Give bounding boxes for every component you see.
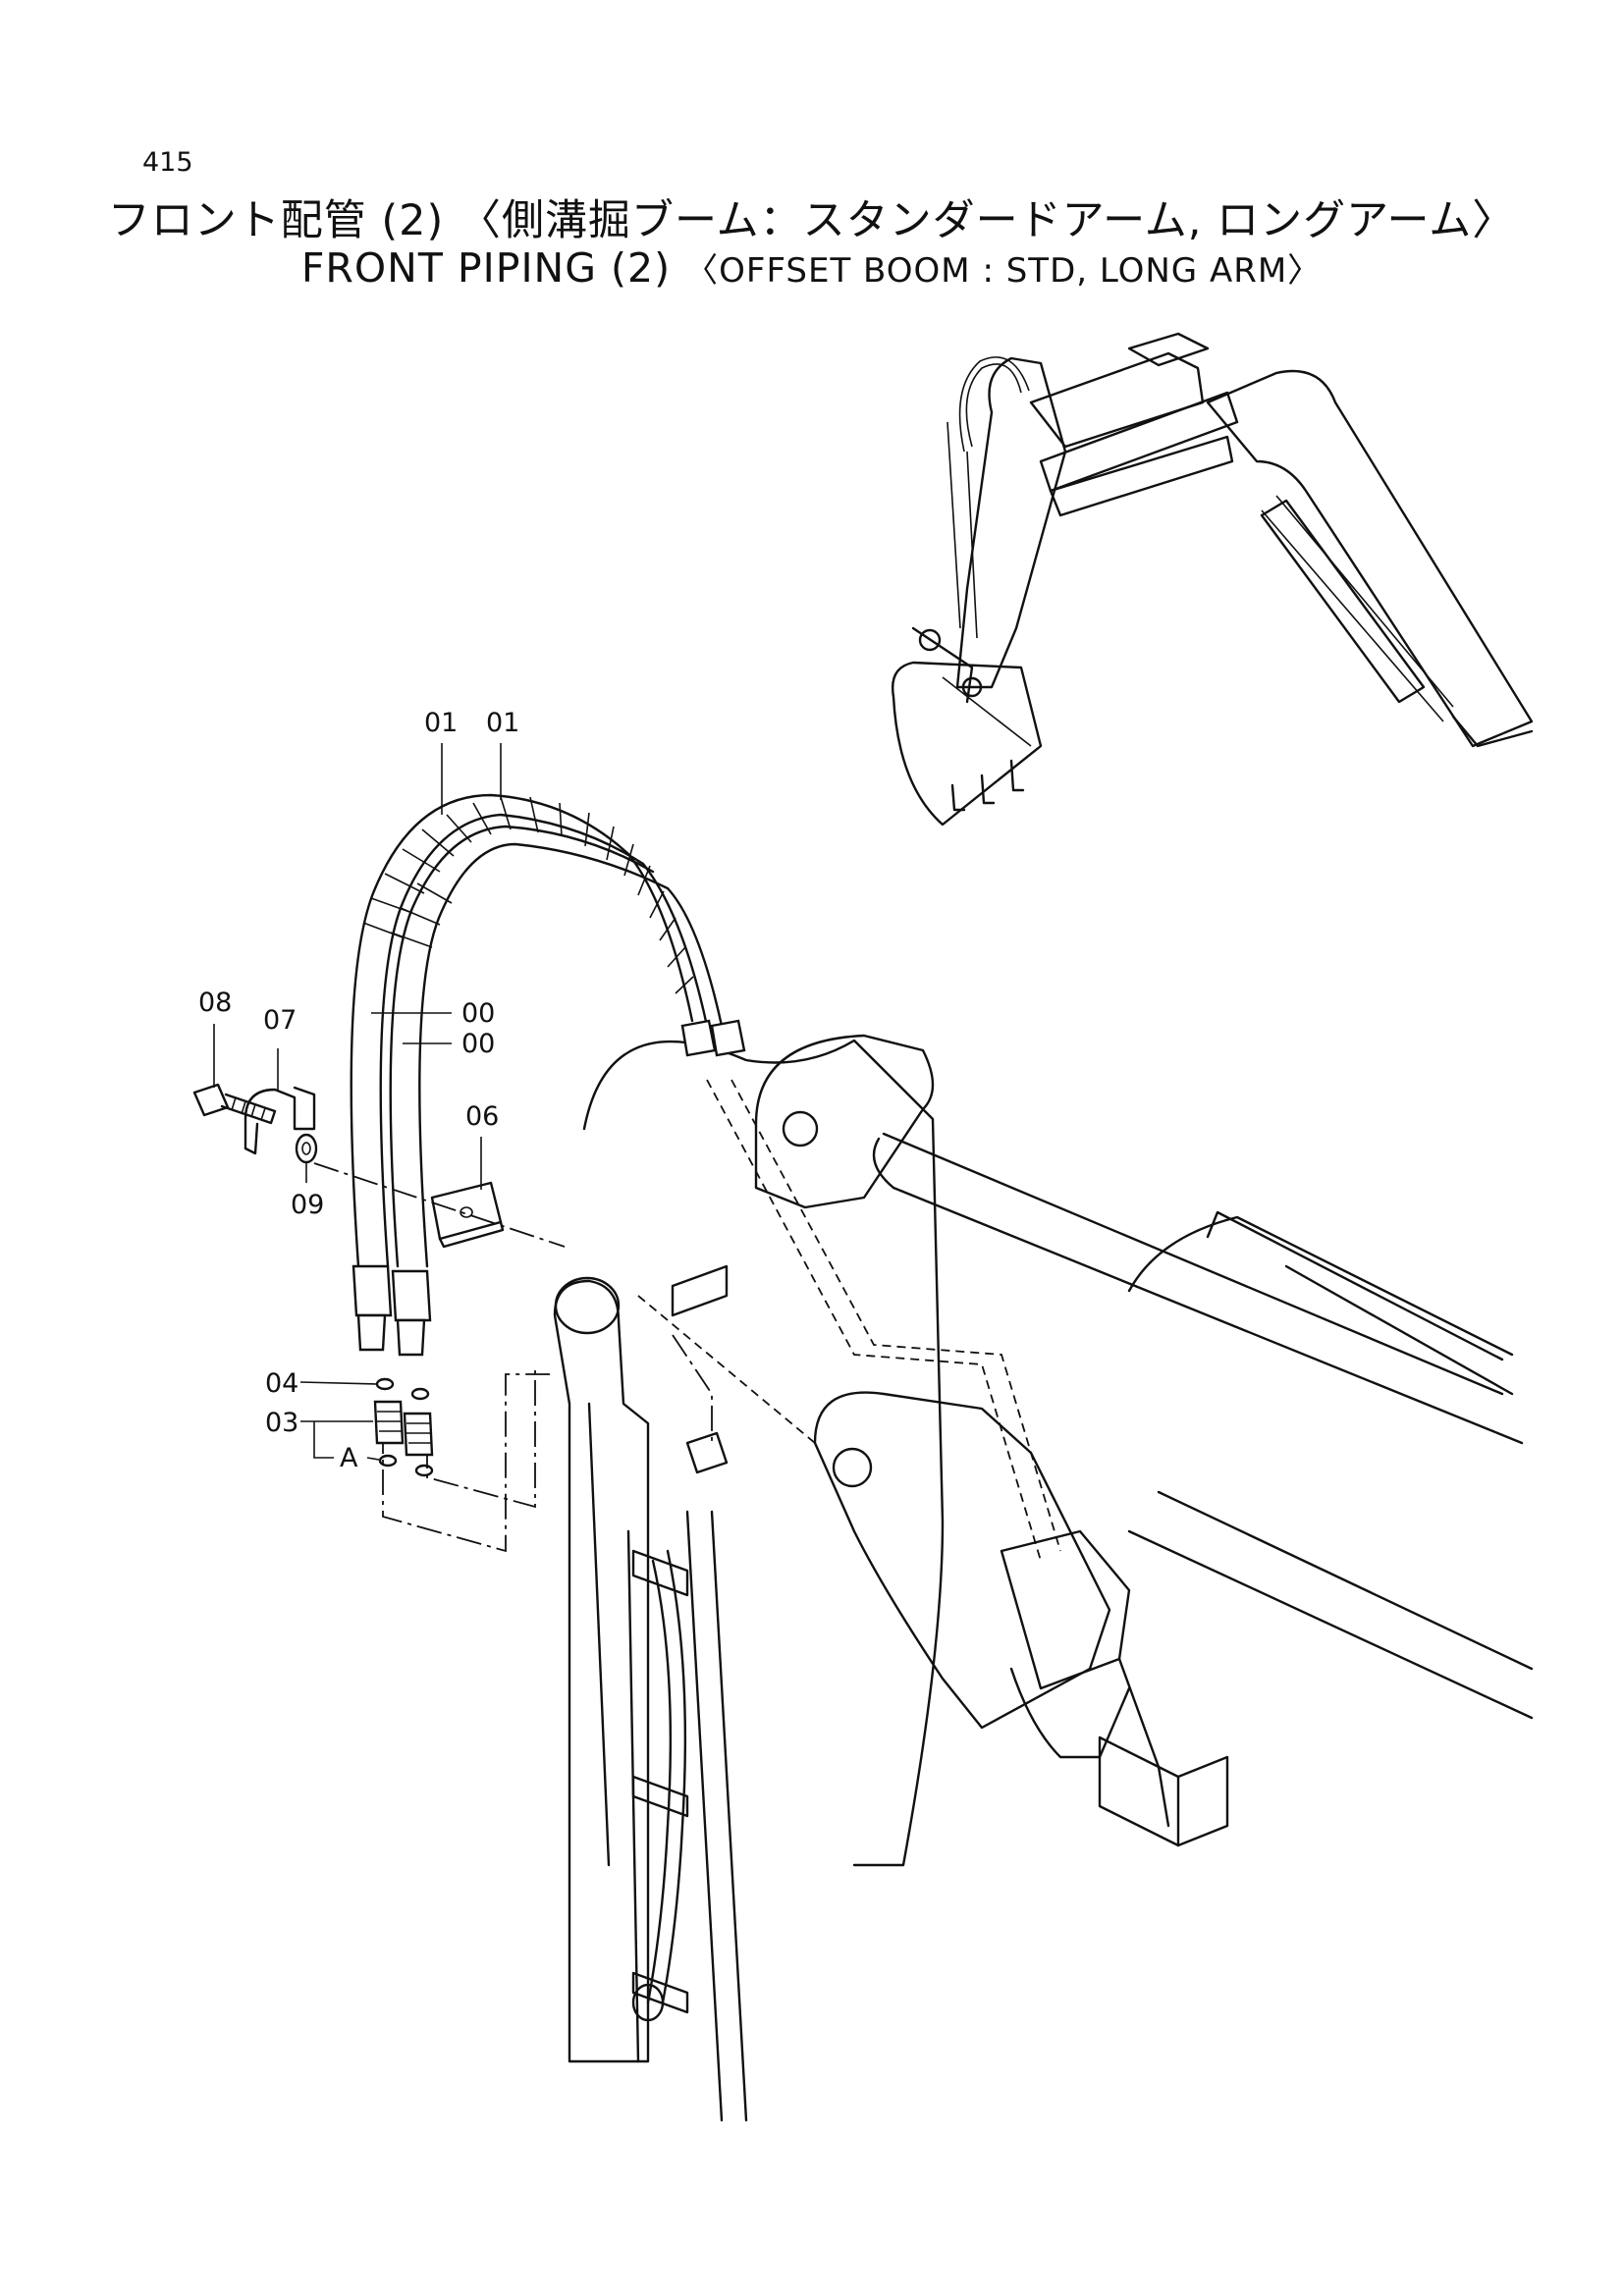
title-japanese: フロント配管 (2) 〈側溝掘ブーム：スタンダードアーム, ロングアーム〉 — [107, 196, 1516, 245]
title-english-main: FRONT PIPING (2) — [300, 244, 672, 292]
title-english-variant: 〈OFFSET BOOM : STD, LONG ARM〉 — [684, 251, 1323, 291]
callout-pipe-b: 00 — [461, 1029, 495, 1059]
small-parts — [192, 1083, 505, 1477]
callout-adapter: 03 — [265, 1408, 298, 1438]
routing-lines — [313, 1079, 1061, 1562]
leader-lines — [213, 743, 502, 1461]
title-english: FRONT PIPING (2) 〈OFFSET BOOM : STD, LON… — [0, 243, 1623, 292]
overview-excavator-front — [892, 332, 1534, 827]
callout-plate: 06 — [465, 1101, 499, 1132]
hose-assembly — [350, 793, 746, 1357]
callout-clamp: 07 — [263, 1005, 297, 1036]
callout-hose-a: 01 — [424, 708, 458, 738]
callout-pipe-a: 00 — [461, 998, 495, 1029]
callout-oring: 04 — [265, 1368, 298, 1399]
page-number: 415 — [142, 147, 193, 178]
callout-labels: 01 01 00 00 08 07 06 09 04 03 A — [198, 708, 519, 1473]
callout-bolt: 08 — [198, 988, 232, 1018]
boom-assembly — [553, 1034, 1534, 2122]
callout-oring-a: A — [340, 1443, 358, 1473]
callout-hose-b: 01 — [486, 708, 519, 738]
callout-washer: 09 — [291, 1190, 324, 1220]
